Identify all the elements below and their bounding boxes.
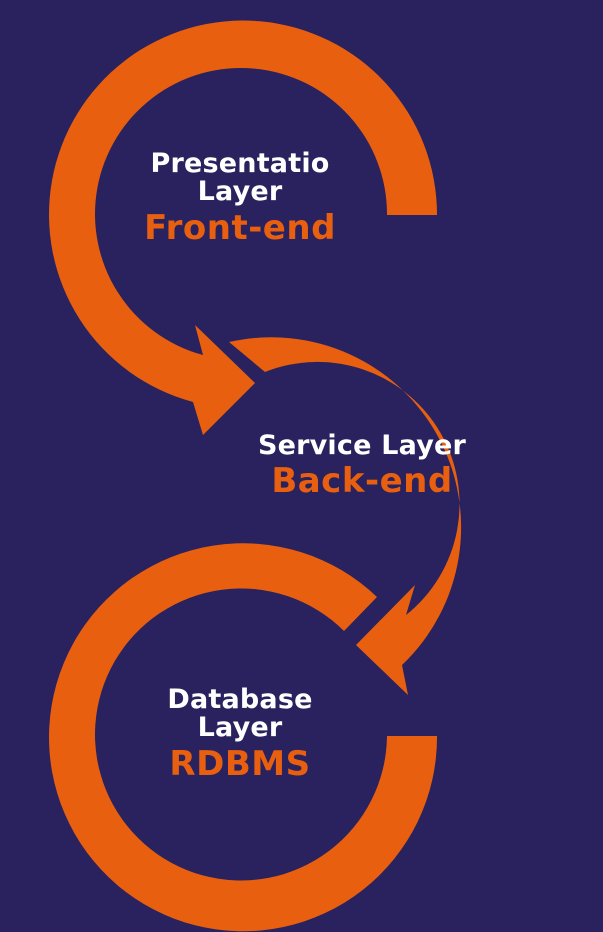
database-layer-label: Database Layer RDBMS (120, 684, 360, 784)
database-layer-tech: RDBMS (169, 743, 311, 784)
presentation-layer-label: Presentatio Layer Front-end (120, 148, 360, 248)
service-layer-label: Service Layer Back-end (232, 430, 492, 502)
presentation-arc-arrow (49, 20, 438, 436)
service-layer-name: Service Layer (257, 430, 467, 461)
service-arc-arrow (229, 337, 462, 695)
presentation-layer-tech: Front-end (144, 207, 336, 248)
presentation-layer-name-line1: Presentatio (150, 148, 330, 179)
presentation-layer-name-line2: Layer (197, 176, 283, 208)
service-layer-tech: Back-end (271, 461, 453, 502)
database-layer-name-line1: Database (167, 684, 313, 715)
database-layer-name-line2: Layer (197, 712, 283, 744)
